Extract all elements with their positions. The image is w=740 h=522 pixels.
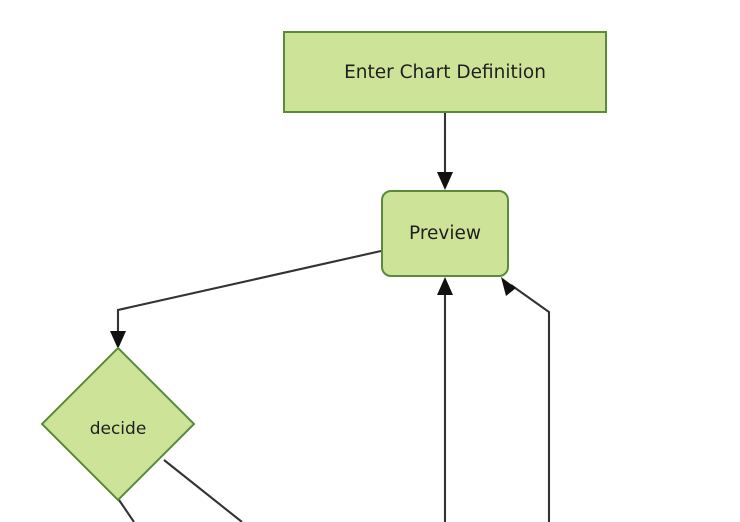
edge-decide-out-right[interactable] <box>163 459 243 522</box>
node-enter-chart-definition[interactable]: Enter Chart Definition <box>283 31 607 113</box>
arrowhead-icon <box>437 172 453 190</box>
arrowhead-icon <box>437 277 453 295</box>
edge-line <box>116 249 382 337</box>
edge-line <box>163 459 243 522</box>
edge-preview-to-decide[interactable] <box>110 249 382 349</box>
edge-line <box>510 284 551 522</box>
node-label: Preview <box>409 223 481 244</box>
edge-layer <box>110 113 551 522</box>
arrowhead-icon <box>501 277 516 296</box>
node-diamond <box>40 346 196 502</box>
node-layer: Enter Chart Definition Preview decide <box>40 31 607 502</box>
arrowhead-icon <box>110 331 126 349</box>
edge-bottom-center-to-preview[interactable] <box>437 277 453 522</box>
edge-decide-out-left[interactable] <box>116 496 135 522</box>
node-label: Enter Chart Definition <box>344 62 546 83</box>
node-decide[interactable]: decide <box>40 346 196 502</box>
node-label: decide <box>90 419 147 439</box>
node-preview[interactable]: Preview <box>381 190 509 277</box>
node-rectangle <box>283 31 607 113</box>
node-rounded-rectangle <box>381 190 509 277</box>
edge-bottom-right-to-preview[interactable] <box>501 277 551 522</box>
edge-line <box>116 496 135 522</box>
edge-enter-to-preview[interactable] <box>437 113 453 190</box>
